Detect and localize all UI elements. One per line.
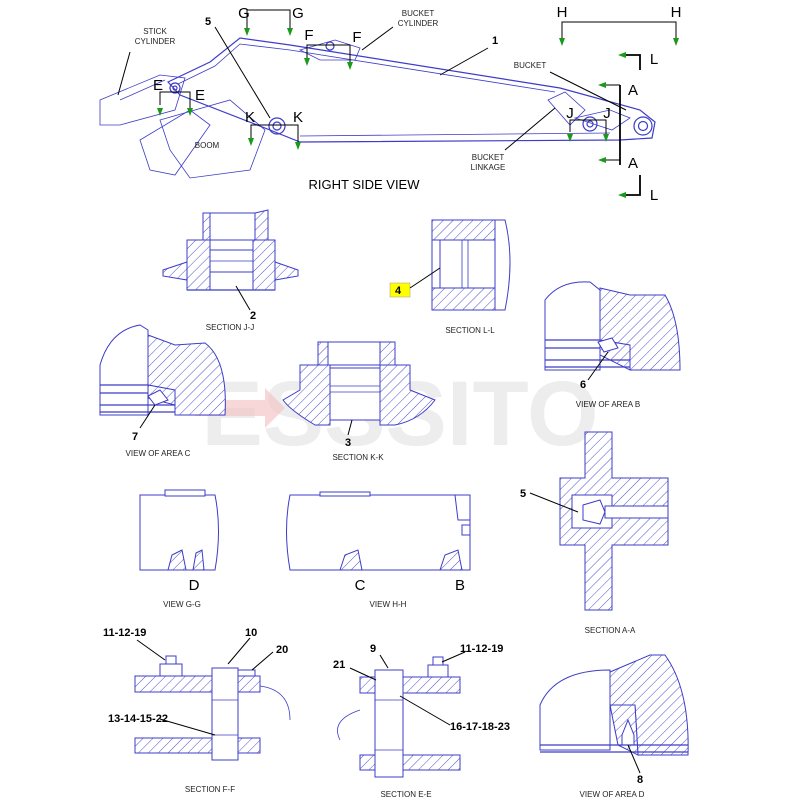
label-bucket-cylinder-1: BUCKET	[402, 9, 435, 18]
label-bucket-cylinder-2: CYLINDER	[398, 19, 439, 28]
section-letter-h-right: H	[671, 4, 682, 21]
section-j-j: 2 SECTION J-J	[162, 209, 299, 332]
callout-4-highlight	[389, 282, 411, 298]
callout-11-12-19-ff: 11-12-19	[103, 627, 146, 639]
caption-section-j-j: SECTION J-J	[206, 323, 254, 332]
view-h-h: C B VIEW H-H	[286, 491, 471, 609]
section-a-a: 5 SECTION A-A	[520, 431, 669, 635]
section-letter-a-top: A	[628, 82, 638, 99]
callout-11-12-19-ee: 11-12-19	[460, 643, 503, 655]
watermark-arrow-icon	[195, 388, 285, 428]
section-letter-h-left: H	[557, 4, 568, 21]
caption-section-l-l: SECTION L-L	[445, 326, 495, 335]
section-letter-j-right: J	[603, 105, 611, 122]
callout-5: 5	[520, 488, 526, 500]
caption-section-a-a: SECTION A-A	[585, 626, 636, 635]
section-k-k: 3 SECTION K-K	[282, 341, 436, 462]
section-letter-a-bottom: A	[628, 155, 638, 172]
callout-7: 7	[132, 431, 138, 443]
callout-6: 6	[580, 379, 586, 391]
caption-view-of-area-b: VIEW OF AREA B	[576, 400, 640, 409]
label-bucket-linkage-2: LINKAGE	[471, 163, 506, 172]
caption-section-f-f: SECTION F-F	[185, 785, 235, 794]
callout-2: 2	[250, 310, 256, 322]
letter-d: D	[189, 577, 200, 594]
section-letter-l-top: L	[650, 51, 658, 68]
callout-1: 1	[492, 35, 498, 47]
label-stick-cylinder-1: STICK	[143, 27, 167, 36]
caption-section-e-e: SECTION E-E	[380, 790, 431, 799]
letter-c: C	[355, 577, 366, 594]
section-letter-j-left: J	[566, 105, 574, 122]
label-bucket-linkage-1: BUCKET	[472, 153, 505, 162]
view-of-area-d: 8 VIEW OF AREA D	[539, 654, 689, 799]
view-title: RIGHT SIDE VIEW	[309, 177, 421, 192]
callout-9: 9	[370, 643, 376, 655]
caption-view-of-area-d: VIEW OF AREA D	[580, 790, 645, 799]
callout-13-14-15-22: 13-14-15-22	[108, 713, 168, 725]
callout-20: 20	[276, 644, 288, 656]
caption-view-of-area-c: VIEW OF AREA C	[126, 449, 191, 458]
letter-b: B	[455, 577, 465, 594]
view-g-g: D VIEW G-G	[139, 489, 219, 609]
caption-view-g-g: VIEW G-G	[163, 600, 201, 609]
section-l-l: 4 SECTION L-L	[389, 219, 511, 335]
section-letter-f-right: F	[352, 29, 361, 46]
section-letter-e-left: E	[153, 77, 163, 94]
callout-4: 4	[395, 285, 402, 297]
view-of-area-b: 6 VIEW OF AREA B	[544, 281, 681, 409]
callout-8: 8	[637, 774, 643, 786]
section-letter-g-left: G	[238, 5, 250, 22]
section-letter-l-bottom: L	[650, 187, 658, 204]
label-boom: BOOM	[195, 141, 220, 150]
callout-5-top: 5	[205, 16, 211, 28]
section-letter-f-left: F	[304, 27, 313, 44]
callout-16-17-18-23: 16-17-18-23	[450, 721, 510, 733]
callout-21: 21	[333, 659, 345, 671]
section-arrows	[157, 28, 679, 198]
section-letter-k-left: K	[245, 109, 255, 126]
section-letter-e-right: E	[195, 87, 205, 104]
label-bucket: BUCKET	[514, 61, 547, 70]
caption-view-h-h: VIEW H-H	[370, 600, 407, 609]
right-side-view: G G F F E E K K J J A A H H L L 1 5 STIC…	[99, 4, 682, 204]
callout-10: 10	[245, 627, 257, 639]
view-of-area-c: 7 VIEW OF AREA C	[99, 324, 226, 458]
section-letter-g-right: G	[292, 5, 304, 22]
callout-3: 3	[345, 437, 351, 449]
section-e-e: 9 21 11-12-19 16-17-18-23 SECTION E-E	[333, 643, 510, 799]
section-f-f: 11-12-19 10 20 13-14-15-22 SECTION F-F	[103, 627, 291, 794]
label-stick-cylinder-2: CYLINDER	[135, 37, 176, 46]
section-letter-k-right: K	[293, 109, 303, 126]
caption-section-k-k: SECTION K-K	[332, 453, 384, 462]
